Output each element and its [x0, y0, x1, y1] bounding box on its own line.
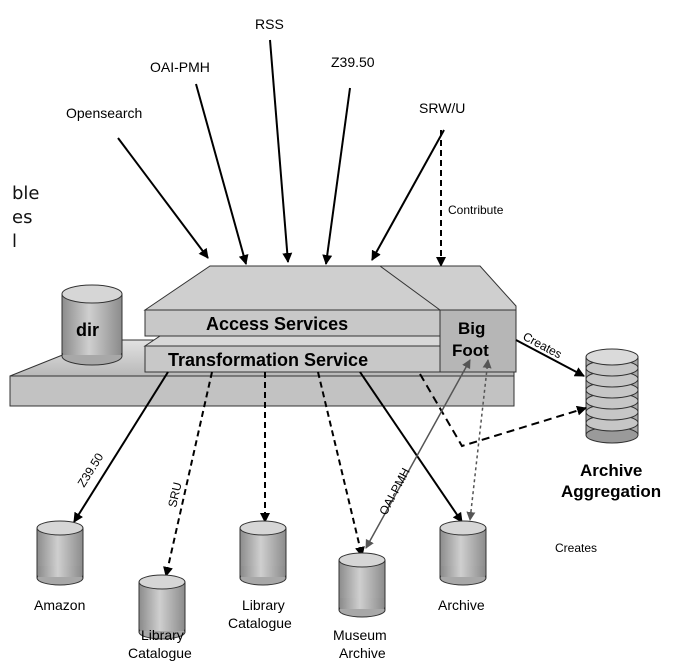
side-text-line-1: ble: [12, 183, 40, 204]
library-catalogue-1-label-1: Library: [141, 627, 184, 643]
arrow-oai-pmh: [195, 83, 249, 265]
access-services-layer: [144, 309, 441, 337]
label-opensearch: Opensearch: [66, 105, 142, 121]
arrow-srw-u: [371, 129, 445, 261]
arrow-creates: [515, 339, 585, 377]
arrow-oai-museum: [365, 359, 471, 549]
aggregation-label-2: Aggregation: [561, 482, 661, 501]
library-catalogue-2-cylinder: [239, 520, 287, 586]
label-oai-pmh: OAI-PMH: [150, 59, 210, 75]
library-catalogue-2-label-2: Catalogue: [228, 615, 292, 631]
label-z3950-down: Z39.50: [75, 450, 107, 489]
transformation-service-label: Transformation Service: [168, 350, 368, 370]
services-box-top: [143, 265, 517, 311]
bigfoot-label-2: Foot: [452, 341, 489, 360]
arrow-z3950: [322, 87, 351, 265]
arrow-to-library-1: [163, 371, 213, 577]
base-platform-front: [9, 375, 515, 407]
label-sru-down: SRU: [165, 481, 184, 509]
arrow-to-amazon: [73, 371, 169, 523]
cut-off-side-text: ble es l: [12, 182, 40, 254]
amazon-cylinder: [36, 520, 84, 586]
archive-cylinder: [439, 520, 487, 586]
museum-archive-label-2: Archive: [339, 645, 386, 661]
label-rss: RSS: [255, 16, 284, 32]
museum-archive-cylinder: [338, 552, 386, 618]
library-catalogue-2-label-1: Library: [242, 597, 285, 613]
library-catalogue-1-cylinder: [138, 574, 186, 640]
label-oai-pmh-down: OAI-PMH: [376, 466, 412, 518]
library-catalogue-1-label-2: Catalogue: [128, 645, 192, 661]
side-text-line-2: es: [12, 207, 33, 228]
archive-label: Archive: [438, 597, 485, 613]
dir-cylinder: dir: [61, 284, 123, 366]
archive-aggregation-stack: [585, 348, 639, 444]
amazon-label: Amazon: [34, 597, 85, 613]
label-srw-u: SRW/U: [419, 100, 465, 116]
museum-archive-label-1: Museum: [333, 627, 387, 643]
access-services-label: Access Services: [206, 314, 348, 334]
arrow-rss: [269, 39, 293, 263]
arrow-opensearch: [117, 137, 209, 259]
side-text-line-3: l: [12, 231, 18, 252]
bigfoot-label-1: Big: [458, 319, 485, 338]
label-creates-bottom: Creates: [555, 541, 597, 555]
label-z3950: Z39.50: [331, 54, 375, 70]
aggregation-label-1: Archive: [580, 461, 642, 480]
dir-label: dir: [76, 320, 99, 340]
transformation-layer-top: [143, 335, 441, 347]
arrow-oai-archive: [466, 359, 492, 521]
label-contribute: Contribute: [448, 203, 504, 217]
arrow-to-museum: [317, 371, 365, 557]
